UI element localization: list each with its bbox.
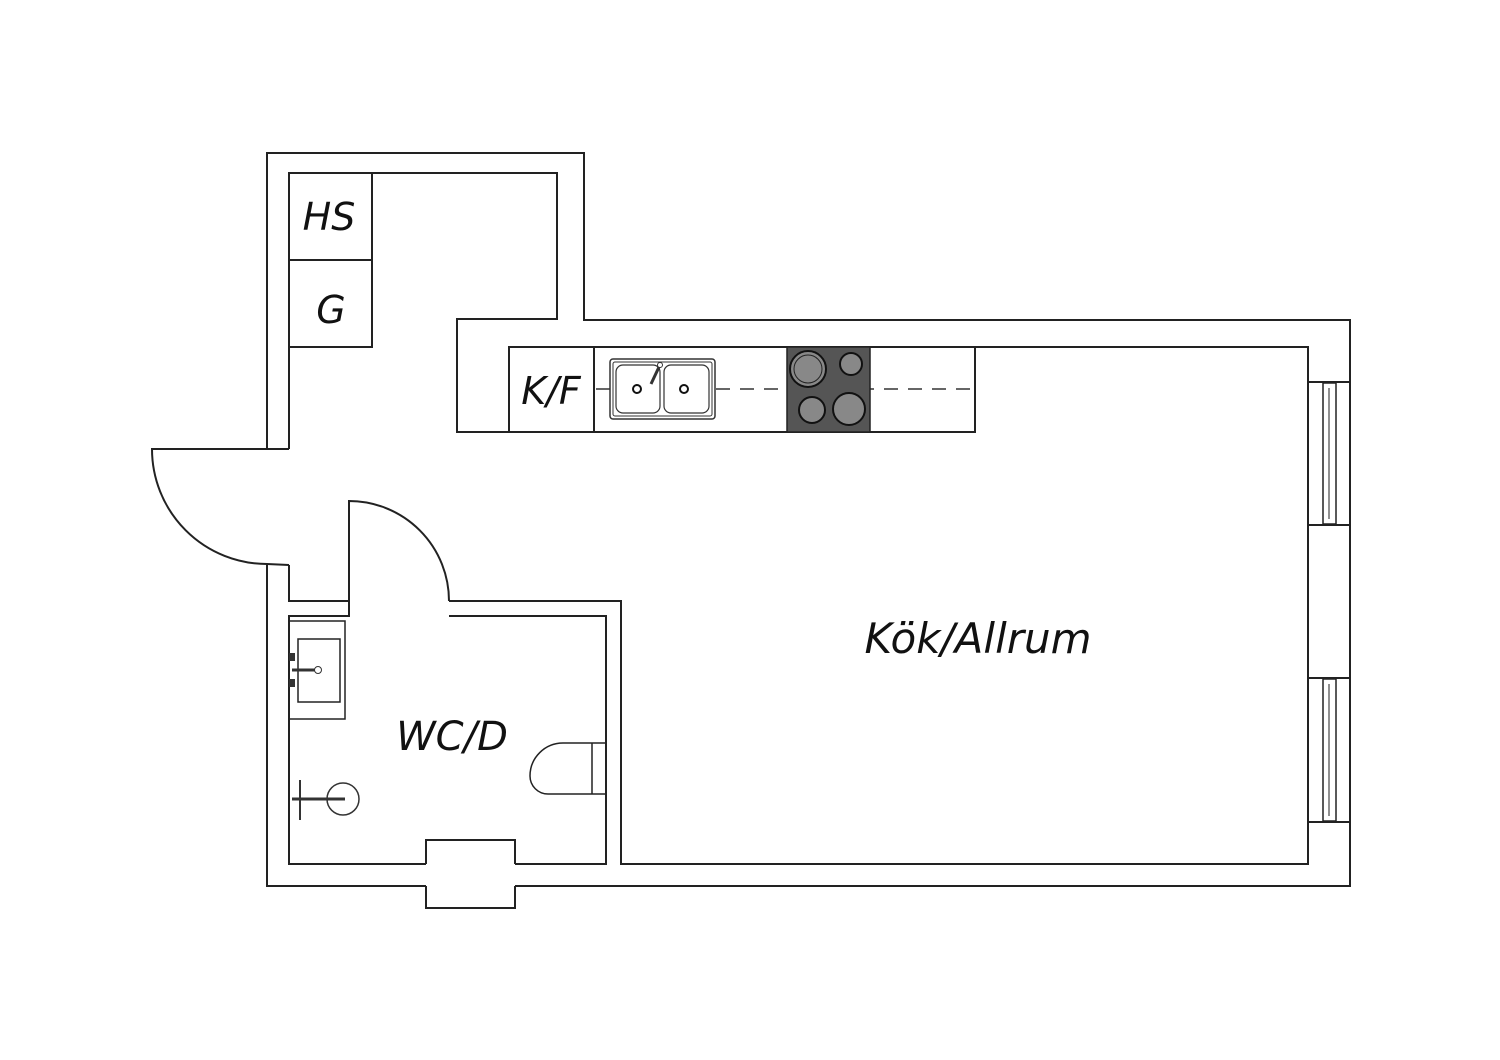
label-kok-allrum: Kök/Allrum <box>864 614 1091 663</box>
washbasin <box>288 620 346 720</box>
bathroom-wall <box>288 501 607 865</box>
sink <box>609 358 716 420</box>
kitchen-counter <box>508 346 976 433</box>
bathroom-window <box>425 839 516 909</box>
inner-wall-room <box>449 346 1309 865</box>
entrance-door[interactable] <box>150 448 290 566</box>
bathroom-door[interactable] <box>348 499 450 602</box>
label-g: G <box>316 288 345 332</box>
label-kf: K/F <box>521 369 582 413</box>
label-hs: HS <box>303 195 356 239</box>
shower <box>292 780 360 820</box>
window-lower <box>1308 677 1350 823</box>
outer-wall <box>266 152 1351 887</box>
window-upper <box>1308 381 1350 526</box>
label-wcd: WC/D <box>396 714 508 760</box>
closet-g <box>288 259 373 348</box>
toilet <box>529 742 606 795</box>
stove <box>786 346 871 433</box>
